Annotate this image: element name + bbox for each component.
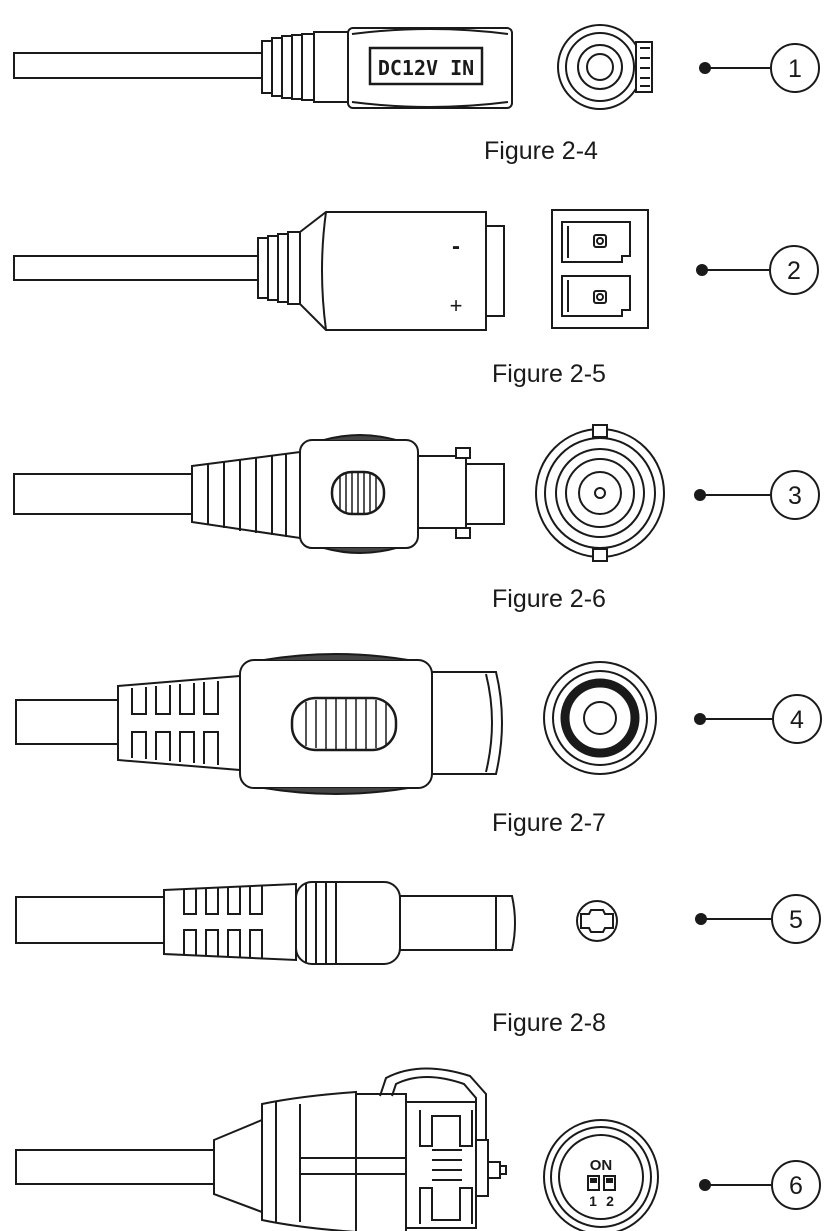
connector-6-side-view — [15, 1067, 507, 1231]
connector-3-side-view — [13, 434, 505, 554]
figure-caption-2-8: Figure 2-8 — [492, 1009, 606, 1037]
callout-2-number: 2 — [787, 257, 801, 285]
figure-caption-2-6: Figure 2-6 — [492, 585, 606, 613]
connector-6-body — [261, 1090, 357, 1231]
connector-6-cap-loop — [379, 1067, 487, 1140]
callout-1-number: 1 — [788, 55, 802, 83]
callout-2: 2 — [696, 245, 819, 295]
callout-6: 6 — [699, 1160, 821, 1210]
callout-4: 4 — [694, 694, 822, 744]
figure-caption-2-7: Figure 2-7 — [492, 809, 606, 837]
connector-2-side-view: - + — [13, 211, 505, 331]
connector-2-strain-relief — [257, 231, 301, 305]
callout-5-number: 5 — [789, 906, 803, 934]
callout-4-number: 4 — [790, 706, 804, 734]
connector-4-side-view — [15, 653, 503, 795]
connector-1-body-label: DC12V IN — [378, 56, 474, 80]
connector-4-grip — [290, 696, 398, 752]
connector-2-plus-label: + — [450, 293, 463, 318]
dip-on-label: ON — [590, 1157, 613, 1174]
figure-caption-2-4: Figure 2-4 — [484, 137, 598, 165]
callout-5: 5 — [695, 894, 821, 944]
connector-1-strain-relief — [261, 31, 349, 103]
figure-caption-2-5: Figure 2-5 — [492, 360, 606, 388]
dip-switch-1-label: 1 — [589, 1193, 597, 1209]
callout-6-number: 6 — [789, 1172, 803, 1200]
callout-3: 3 — [694, 470, 820, 520]
connector-2-front-view — [551, 209, 649, 329]
connector-5-side-view — [15, 881, 516, 965]
dip-switch-2-label: 2 — [606, 1193, 614, 1209]
connector-5-body — [295, 881, 401, 965]
callout-3-number: 3 — [788, 482, 802, 510]
connector-2-minus-label: - — [452, 233, 460, 260]
connector-6-front-view: ON 1 2 — [543, 1119, 659, 1231]
connector-3-front-view — [535, 424, 665, 562]
connector-1-label-box — [368, 46, 484, 86]
connector-4-front-view — [543, 661, 657, 775]
callout-1: 1 — [699, 43, 820, 93]
connector-1-side-view: DC12V IN — [13, 27, 513, 109]
connector-5-front-view — [576, 900, 618, 942]
connector-1-front-view — [557, 24, 653, 110]
